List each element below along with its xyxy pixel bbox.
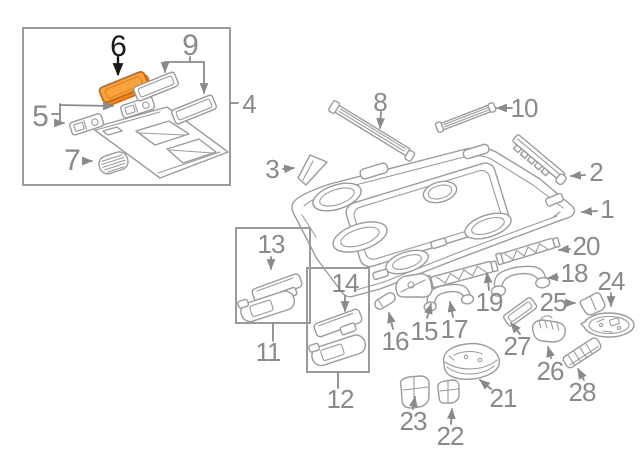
part-25-clip [579,292,606,316]
arrow-22 [446,407,456,425]
part-18-grab-handle [490,265,551,297]
group-box-11 [235,227,311,324]
part-11-sun-visor [237,290,296,323]
part-23-switch [399,375,430,409]
callout-label-10[interactable]: 10 [511,93,539,123]
part-5-bracket-center [120,96,156,119]
part-14-visor-flap [313,308,363,338]
callout-label-5[interactable]: 5 [32,100,49,133]
part-15-visor-support [395,273,433,298]
bracket-9 [164,56,205,63]
callout-label-8[interactable]: 8 [373,87,388,117]
callout-label-15[interactable]: 15 [411,316,439,346]
callout-label-22[interactable]: 22 [437,421,465,451]
callout-label-11[interactable]: 11 [256,337,283,367]
dome-cutout [422,180,458,204]
arrow-28 [577,368,587,381]
console-recess-front [332,221,388,253]
callout-label-17[interactable]: 17 [441,314,469,344]
arrow-19 [483,271,493,291]
arrow-16 [387,311,396,330]
bracket-5 [51,103,61,124]
part-4-console-panel [91,106,229,179]
part-12-sun-visor [308,334,367,367]
callout-label-20[interactable]: 20 [573,231,601,261]
callout-label-19[interactable]: 19 [476,287,504,317]
part-10-rail [434,102,497,133]
part-9-lens-a [132,71,180,102]
group-box-12 [306,267,370,373]
callout-arrows [51,55,616,425]
part-26-bracket [531,315,566,343]
callout-label-24[interactable]: 24 [598,266,626,296]
lamp-recess-rear [464,212,512,240]
callout-label-6-highlighted[interactable]: 6 [110,30,127,63]
arrow-21 [479,379,492,390]
part-20-rail [495,237,561,266]
part-2-roof-bow-bracket [512,134,567,186]
arrow-8 [376,111,386,130]
part-22-switch [437,379,460,404]
callout-label-16[interactable]: 16 [382,326,410,356]
callout-label-28[interactable]: 28 [569,377,597,407]
callout-label-9[interactable]: 9 [182,29,199,62]
arrow-23 [409,395,418,410]
callout-label-25[interactable]: 25 [540,287,568,317]
callout-label-14[interactable]: 14 [332,268,360,298]
arrow-18 [546,272,559,282]
group-box-4-frame [22,27,231,186]
part-1-roof-headliner-panel [291,143,576,298]
callout-label-2[interactable]: 2 [589,157,604,187]
part-24-dome-lamp [580,312,635,338]
callout-label-4[interactable]: 4 [242,89,257,119]
callout-labels: 1 2 3 4 5 6 7 8 9 10 11 12 13 14 15 16 1… [32,29,626,451]
arrow-1 [580,206,598,216]
callout-label-13[interactable]: 13 [258,229,286,259]
part-21-overhead-console [442,342,501,380]
arrow-5a [59,101,115,111]
group-box-4 [22,27,231,186]
part-5-bracket-left [69,113,105,136]
arrow-3 [282,164,296,174]
callout-label-12[interactable]: 12 [327,384,355,414]
part-27-lamp-lens [503,297,538,327]
callout-label-3[interactable]: 3 [265,154,280,184]
part-9-lens-b [170,94,218,125]
callout-label-21[interactable]: 21 [490,383,518,413]
callout-label-26[interactable]: 26 [537,356,565,386]
arrow-27 [510,322,521,335]
callout-label-27[interactable]: 27 [504,331,532,361]
callout-label-23[interactable]: 23 [400,406,428,436]
arrow-20 [557,244,571,254]
arrow-2 [569,170,586,180]
part-7-vent-grille [98,151,129,175]
arrow-17 [447,300,457,318]
callout-label-1[interactable]: 1 [600,194,615,224]
part-16-clip [374,292,396,310]
callout-label-7[interactable]: 7 [64,144,81,177]
visor-recess-left [312,182,362,212]
callout-label-18[interactable]: 18 [561,258,589,288]
part-28-lamp [562,337,602,369]
part-8-rail [328,100,416,162]
arrow-15 [424,302,433,319]
part-3-corner-trim [297,154,328,186]
arrow-26 [546,345,555,359]
